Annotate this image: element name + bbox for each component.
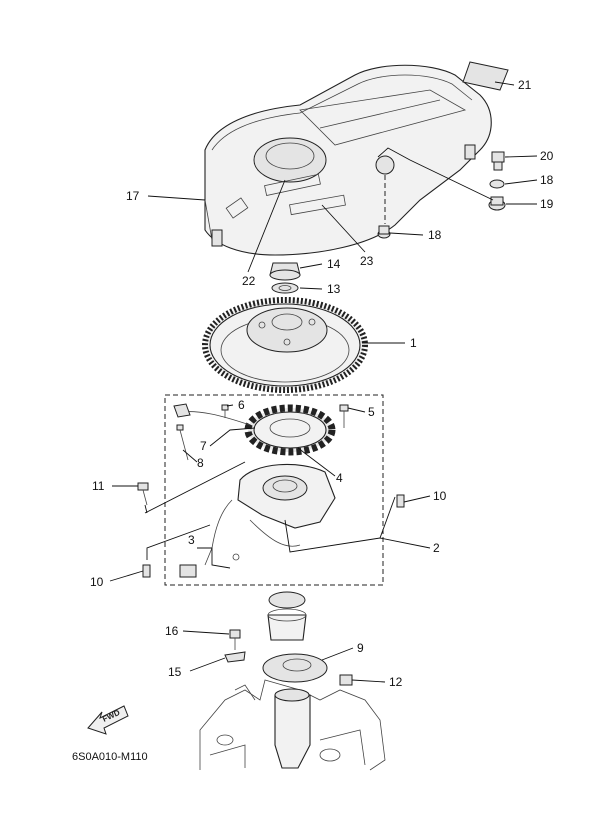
callout-15: 15: [168, 665, 182, 679]
ring-plate: [262, 653, 328, 683]
callout-numbers: 17 22 23 21 20 18 19 18 14 13 1 5 6 7 8 …: [90, 78, 554, 689]
stator-screws: [176, 404, 349, 461]
callout-1: 1: [410, 336, 417, 350]
callout-17: 17: [126, 189, 140, 203]
callout-9: 9: [357, 641, 364, 655]
flywheel-rotor: [202, 297, 368, 393]
callout-2: 2: [433, 541, 440, 555]
leader-lines: [109, 81, 538, 683]
callout-18-upper: 18: [540, 173, 554, 187]
callout-11: 11: [92, 479, 105, 493]
callout-10-left: 10: [90, 575, 104, 589]
callout-3: 3: [188, 533, 195, 547]
callout-7: 7: [200, 439, 207, 453]
callout-21: 21: [518, 78, 532, 92]
callout-4: 4: [336, 471, 343, 485]
callout-23: 23: [360, 254, 374, 268]
flywheel-cover: [204, 64, 492, 256]
dowel-pin: [339, 674, 353, 686]
crankcase: [199, 679, 386, 771]
drawing-code: 6S0A010-M110: [72, 751, 148, 763]
callout-5: 5: [368, 405, 375, 419]
callout-20: 20: [540, 149, 554, 163]
stator-base-plate: [179, 463, 336, 578]
callout-12: 12: [389, 675, 403, 689]
callout-19: 19: [540, 197, 554, 211]
callout-10-right: 10: [433, 489, 447, 503]
callout-18-lower: 18: [428, 228, 442, 242]
callout-16: 16: [165, 624, 179, 638]
cover-fasteners: [377, 151, 506, 239]
flywheel-nut-washer: [269, 262, 301, 294]
callout-13: 13: [327, 282, 341, 296]
callout-14: 14: [327, 257, 341, 271]
stator-assembly-outline: [164, 394, 384, 586]
bolt-and-clip: [224, 629, 246, 663]
decal-sticker: [462, 61, 509, 91]
stator-coil: [173, 403, 336, 456]
forward-direction-arrow: FWD: [87, 705, 129, 735]
callout-6: 6: [238, 398, 245, 412]
callout-22: 22: [242, 274, 256, 288]
callout-8: 8: [197, 456, 204, 470]
crankshaft-gear: [267, 591, 307, 641]
